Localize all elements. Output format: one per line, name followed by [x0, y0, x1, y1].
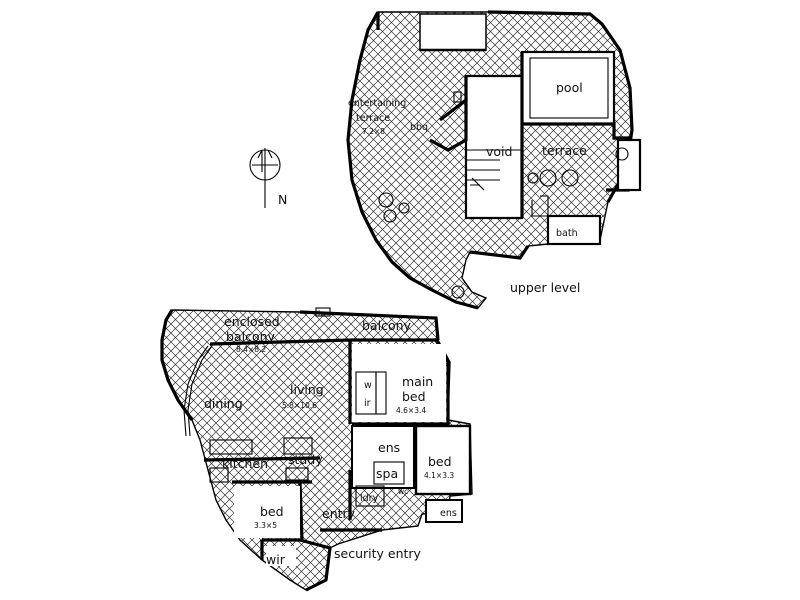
bed2-dims: 4.1×3.3 [424, 471, 454, 480]
bed3-dims: 3.3×5 [254, 521, 277, 530]
entertaining-terrace-label-2: terrace [356, 113, 390, 124]
compass-label: N [278, 192, 287, 207]
living-dims: 5.8×10.6 [282, 401, 317, 410]
ldry-label: ldry [360, 493, 379, 504]
upper-level-title: upper level [510, 280, 580, 295]
entry-label: entry [322, 506, 356, 521]
main-bed-label: main [402, 374, 433, 389]
living-label: living [290, 382, 324, 397]
void-label: void [486, 144, 512, 159]
north-compass-icon [249, 148, 281, 208]
enclosed-balcony-label: enclosed [224, 314, 280, 329]
bbq-label: bbq [410, 122, 428, 133]
upper-level-plan [346, 10, 642, 310]
main-bed-label-2: bed [402, 389, 426, 404]
pool-label: pool [556, 80, 583, 95]
balcony-label: balcony [362, 318, 412, 333]
bed3-label: bed [260, 504, 284, 519]
lower-level-plan [160, 307, 473, 592]
ens2-label: ens [440, 508, 457, 519]
entertaining-terrace-dims: 7.2×8 [362, 127, 385, 136]
enclosed-balcony-label-2: balcony [226, 329, 276, 344]
dining-label: dining [204, 396, 243, 411]
study-label: study [288, 452, 323, 467]
spa-label: spa [376, 466, 398, 481]
entertaining-terrace-label: entertaining [348, 98, 406, 109]
wir-label-bottom: ir [364, 398, 371, 409]
enclosed-balcony-dims: 8.4×8.2 [236, 345, 266, 354]
ens-label: ens [378, 440, 400, 455]
security-entry-label: security entry [334, 546, 422, 561]
main-bed-dims: 4.6×3.4 [396, 406, 426, 415]
terrace-label: terrace [542, 143, 587, 158]
bath-room [546, 214, 602, 246]
wir2-label: wir [266, 552, 286, 567]
kitchen-label: kitchen [222, 456, 268, 471]
lw-label: lw [318, 309, 326, 318]
wc-label: wc [398, 487, 408, 496]
bath-label: bath [556, 228, 578, 239]
wir-label-top: w [364, 380, 372, 391]
bed2-label: bed [428, 454, 452, 469]
